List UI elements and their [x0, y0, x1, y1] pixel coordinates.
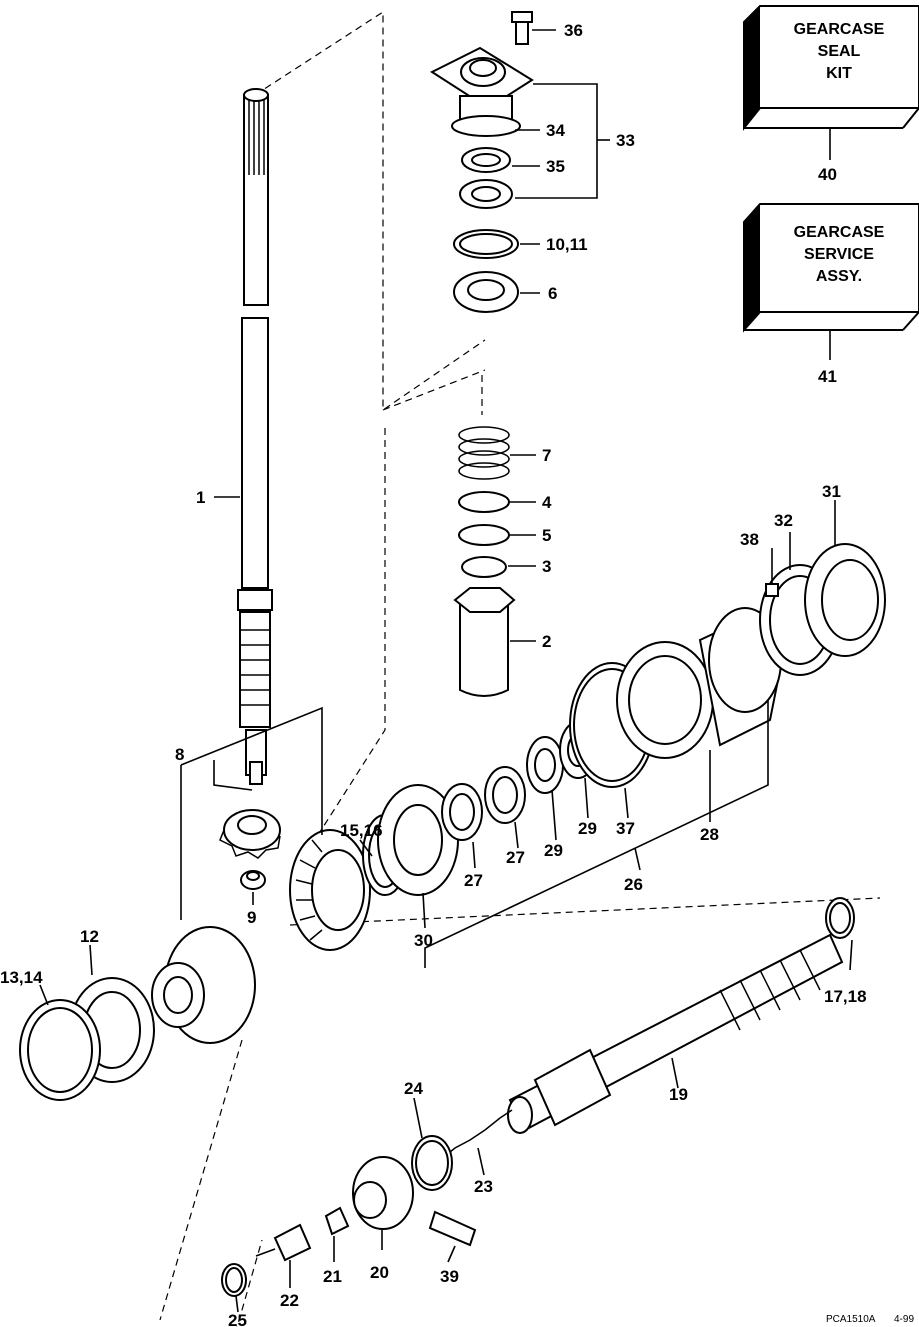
callout-29-b: 29 [544, 841, 563, 860]
callout-41: 41 [818, 367, 837, 386]
figure-footer: PCA1510A 4-99 [826, 1314, 914, 1325]
callout-24: 24 [404, 1079, 423, 1098]
callout-32: 32 [774, 511, 793, 530]
callout-22: 22 [280, 1291, 299, 1310]
reverse-gear [151, 926, 256, 1044]
callout-37: 37 [616, 819, 635, 838]
callout-36: 36 [564, 21, 583, 40]
callout-4: 4 [542, 493, 552, 512]
callout-1: 1 [196, 488, 205, 507]
bearing-carrier-stack [362, 543, 886, 896]
callout-17-18: 17,18 [824, 987, 867, 1006]
callout-13-14: 13,14 [0, 968, 43, 987]
callout-33: 33 [616, 131, 635, 150]
callout-27-a: 27 [506, 848, 525, 867]
callout-25: 25 [228, 1311, 247, 1327]
propeller-shaft [507, 897, 855, 1134]
drive-shaft [237, 88, 273, 785]
callout-21: 21 [323, 1267, 342, 1286]
callout-12: 12 [80, 927, 99, 946]
callout-35: 35 [546, 157, 565, 176]
callout-2: 2 [542, 632, 551, 651]
callout-34: 34 [546, 121, 565, 140]
forward-gear [289, 829, 371, 951]
callout-27-b: 27 [464, 871, 483, 890]
callout-20: 20 [370, 1263, 389, 1282]
callout-15-16: 15,16 [340, 821, 383, 840]
callout-40: 40 [818, 165, 837, 184]
pinion-gear [219, 809, 281, 890]
clutch-assembly [221, 1109, 513, 1297]
callout-3: 3 [542, 557, 551, 576]
figure-date: 4-99 [894, 1314, 914, 1325]
seal-kit-box: GEARCASE SEAL KIT [743, 5, 919, 131]
callout-5: 5 [542, 526, 551, 545]
leader-lines [39, 29, 853, 1313]
callout-38: 38 [740, 530, 759, 549]
callout-23: 23 [474, 1177, 493, 1196]
service-assy-box: GEARCASE SERVICE ASSY. [743, 203, 919, 333]
callout-29-a: 29 [578, 819, 597, 838]
shim-spring-stack [453, 426, 516, 697]
callout-30: 30 [414, 931, 433, 950]
callout-9: 9 [247, 908, 256, 927]
callout-19: 19 [669, 1085, 688, 1104]
callout-39: 39 [440, 1267, 459, 1286]
callout-31: 31 [822, 482, 841, 501]
callout-labels: 36 34 33 35 10,11 6 7 4 5 3 2 1 8 9 12 1… [0, 21, 867, 1327]
service-assy-line-2: SERVICE [804, 246, 874, 263]
callout-10-11: 10,11 [546, 235, 588, 254]
seal-kit-line-1: GEARCASE [794, 21, 885, 38]
callout-7: 7 [542, 446, 551, 465]
callout-28: 28 [700, 825, 719, 844]
service-assy-line-3: ASSY. [816, 268, 862, 285]
callout-8: 8 [175, 745, 184, 764]
reverse-gear-bearing [19, 977, 155, 1101]
bearing-housing-assembly [429, 11, 534, 313]
seal-kit-line-2: SEAL [818, 43, 861, 60]
callout-6: 6 [548, 284, 557, 303]
service-assy-line-1: GEARCASE [794, 224, 885, 241]
seal-kit-line-3: KIT [826, 65, 852, 82]
figure-code: PCA1510A [826, 1314, 876, 1325]
callout-26: 26 [624, 875, 643, 894]
